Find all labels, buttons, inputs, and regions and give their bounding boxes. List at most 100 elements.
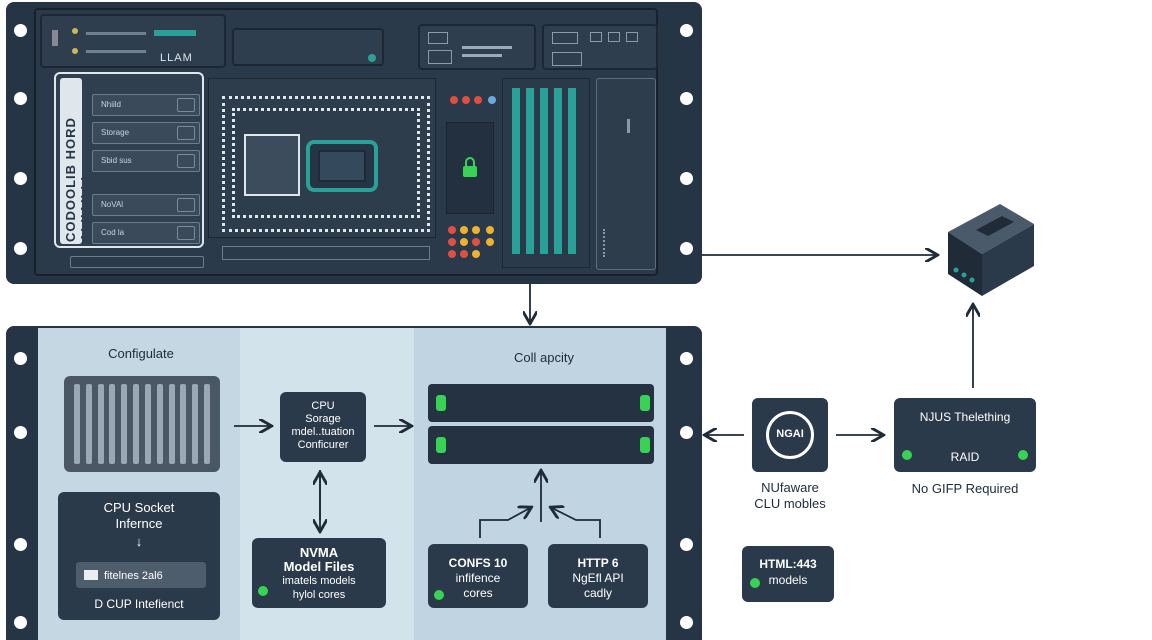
status-dot-green bbox=[258, 586, 268, 596]
socket-title-line: Infernce bbox=[115, 516, 163, 531]
grill-fin bbox=[192, 384, 199, 464]
confs-line: infifence bbox=[455, 571, 501, 585]
rack-mount-hole bbox=[14, 538, 27, 551]
status-led-amber bbox=[472, 250, 480, 258]
drive-led-green bbox=[640, 395, 650, 411]
arrow-http-up bbox=[552, 508, 601, 538]
drive-led-green bbox=[436, 395, 446, 411]
configulate-heading: Configulate bbox=[108, 346, 174, 361]
socket-footer: D CUP Intefienct bbox=[94, 597, 184, 611]
drive-label: NoVAl bbox=[101, 200, 124, 209]
html-line: models bbox=[768, 573, 808, 587]
cpu-die-core bbox=[318, 150, 366, 182]
port-label bbox=[462, 46, 512, 49]
mail-label: fitelnes 2al6 bbox=[104, 570, 163, 582]
ram-stick bbox=[554, 88, 562, 254]
grill-fin bbox=[144, 384, 151, 464]
njus-box: NJUS Thelething RAID bbox=[894, 398, 1036, 472]
http-line: cadly bbox=[583, 586, 612, 600]
rack-mount-hole bbox=[14, 92, 27, 105]
html-line: HTML:443 bbox=[759, 557, 817, 571]
rack-mount-hole bbox=[680, 242, 693, 255]
heatsink-grill bbox=[64, 376, 220, 472]
drive-label: Cod la bbox=[101, 228, 125, 237]
power-supply-unit bbox=[596, 78, 656, 270]
status-led-blue bbox=[488, 96, 496, 104]
down-arrow-icon: ↓ bbox=[135, 534, 143, 549]
grill-fin bbox=[97, 384, 104, 464]
http-line: HTTP 6 bbox=[577, 556, 619, 570]
rack-mount-hole bbox=[680, 426, 693, 439]
nvma-line: NVMA bbox=[299, 545, 339, 560]
grill-fin bbox=[85, 384, 92, 464]
drive-led-green bbox=[640, 437, 650, 453]
grill-fin bbox=[180, 384, 187, 464]
port-icon bbox=[552, 52, 582, 66]
lock-icon-svg bbox=[463, 157, 477, 177]
cpu-box-line: CPU bbox=[311, 400, 335, 412]
ngai-badge-label: NGAI bbox=[776, 428, 804, 440]
cpu-box-line: Conficurer bbox=[297, 439, 349, 451]
device-side bbox=[982, 224, 1034, 296]
status-dot-green bbox=[1018, 450, 1028, 460]
drive-bay-2: Storage bbox=[92, 122, 200, 144]
port-icon bbox=[428, 32, 448, 44]
cpu-box-line: mdel..tuation bbox=[291, 426, 355, 438]
status-led-red bbox=[460, 250, 468, 258]
nvma-line: Model Files bbox=[283, 559, 355, 574]
drive-label: Storage bbox=[101, 128, 130, 137]
vent-bar bbox=[86, 32, 146, 35]
rack-mount-hole bbox=[680, 538, 693, 551]
grill-fin bbox=[109, 384, 116, 464]
port-icon bbox=[552, 32, 578, 44]
edge-device-icon bbox=[948, 204, 1034, 296]
device-led bbox=[961, 272, 967, 278]
drive-latch bbox=[177, 154, 195, 168]
ram-stick bbox=[568, 88, 576, 254]
http-line: NgEfl API bbox=[572, 571, 624, 585]
grill-fin bbox=[121, 384, 128, 464]
mail-icon bbox=[84, 570, 98, 580]
rack-mount-hole bbox=[680, 616, 693, 629]
status-dot-green bbox=[434, 590, 444, 600]
ram-stick bbox=[526, 88, 534, 254]
nuaware-line: NUfaware bbox=[761, 480, 819, 495]
status-led-red bbox=[462, 96, 470, 104]
status-led-amber bbox=[460, 238, 468, 246]
mail-field: fitelnes 2al6 bbox=[76, 562, 206, 588]
drive-latch bbox=[177, 226, 195, 240]
status-led-red bbox=[448, 226, 456, 234]
drive-label: Nhiild bbox=[101, 100, 122, 109]
grill-fin bbox=[156, 384, 163, 464]
rack-mount-hole bbox=[14, 426, 27, 439]
rack-mount-hole bbox=[14, 242, 27, 255]
port-icon bbox=[428, 50, 452, 64]
status-led bbox=[72, 28, 78, 34]
io-panel bbox=[542, 24, 658, 70]
nvma-line: hylol cores bbox=[292, 589, 346, 601]
vent-bar bbox=[86, 50, 146, 53]
html-box: HTML:443 models bbox=[742, 546, 834, 602]
rack-mount-hole bbox=[680, 24, 693, 37]
nuaware-line: CLU mobles bbox=[754, 496, 826, 511]
drive-latch bbox=[177, 126, 195, 140]
device-led bbox=[953, 267, 959, 273]
status-led-red bbox=[448, 238, 456, 246]
cpu-socket-box: CPU Socket Infernce ↓ fitelnes 2al6 D CU… bbox=[58, 492, 220, 620]
nvma-line: imatels models bbox=[282, 575, 356, 587]
raid-label: RAID bbox=[950, 450, 980, 464]
cpu-socket-frame bbox=[222, 96, 430, 232]
network-port-panel bbox=[418, 24, 536, 70]
status-led bbox=[368, 54, 376, 62]
ram-stick bbox=[540, 88, 548, 254]
arrow-confs-up bbox=[479, 508, 530, 538]
nvma-box: NVMA Model Files imatels models hylol co… bbox=[252, 538, 386, 608]
confs-line: CONFS 10 bbox=[448, 556, 508, 570]
status-led-red bbox=[450, 96, 458, 104]
rack-mount-hole bbox=[680, 352, 693, 365]
cpu-socket-inner bbox=[232, 108, 420, 218]
rack-mount-hole bbox=[14, 24, 27, 37]
grill-fin bbox=[168, 384, 175, 464]
status-led-red bbox=[474, 96, 482, 104]
